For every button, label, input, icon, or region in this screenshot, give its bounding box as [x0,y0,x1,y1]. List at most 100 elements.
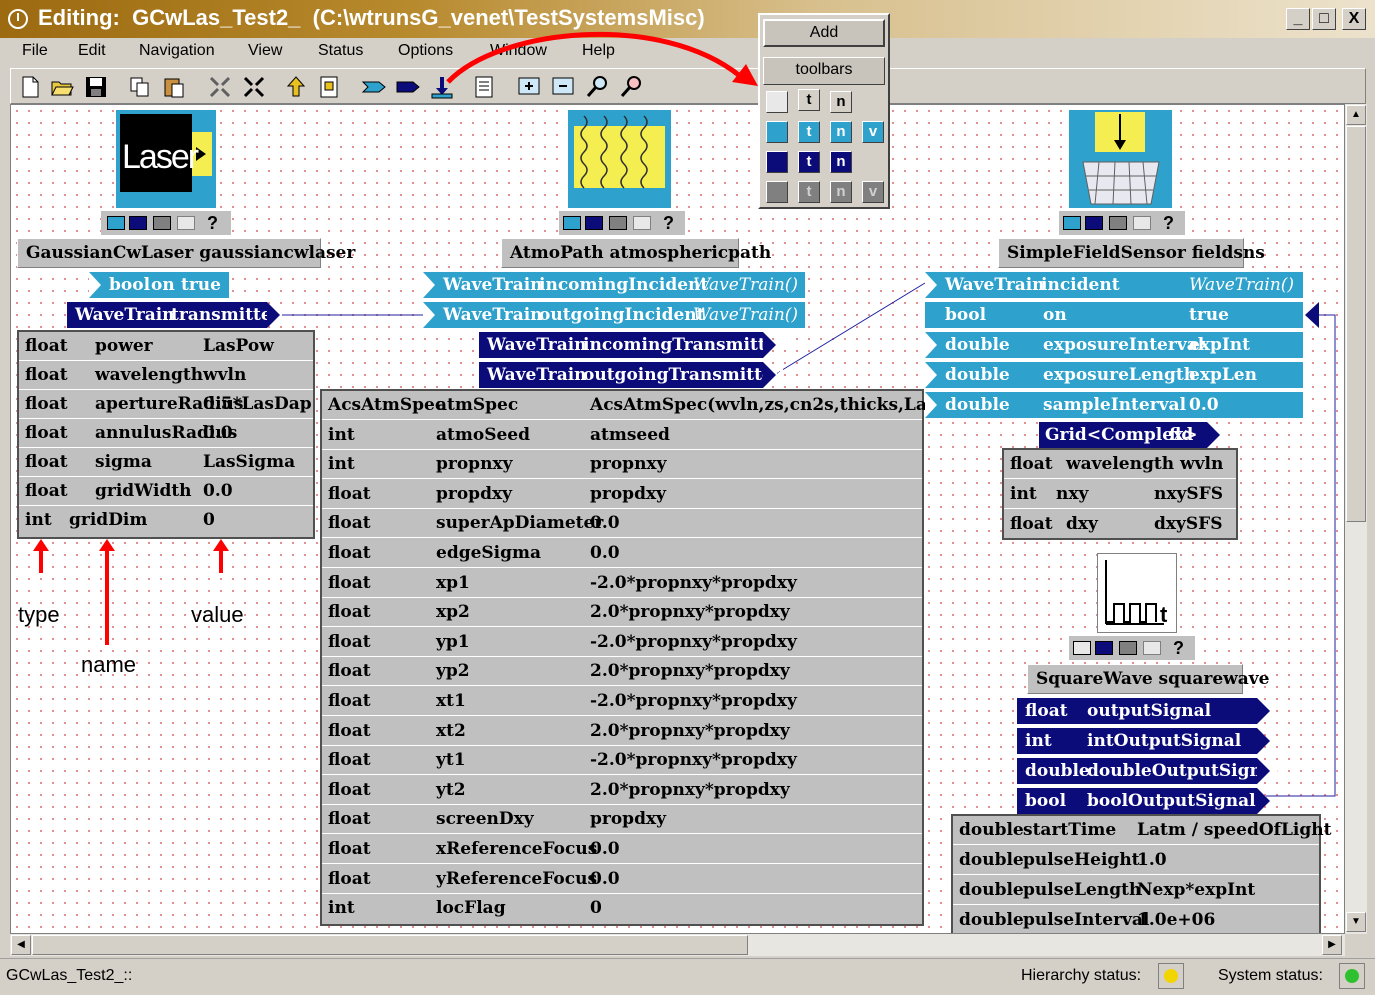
collapse-icon[interactable] [207,74,233,100]
popup-toggle-t[interactable]: t [798,121,820,143]
help-icon[interactable]: ? [663,213,674,233]
scroll-left-icon[interactable]: ◀ [11,935,31,955]
blank-toggle-icon[interactable] [633,216,651,230]
sensor-in-port-on[interactable]: bool on true [925,302,1303,328]
atmo-out-port-incomingTransmitted[interactable]: WaveTrain incomingTransmitted [479,332,788,358]
squarewave-out-port-boolOutputSignal[interactable]: bool boolOutputSignal [1017,788,1270,814]
zoom-out-icon[interactable] [551,74,577,100]
atmo-block-title[interactable]: AtmoPath atmosphericpath [501,238,771,268]
help-icon[interactable]: ? [1163,213,1174,233]
save-icon[interactable] [83,74,109,100]
hierarchy-status-indicator-icon[interactable] [1158,963,1184,989]
menu-help[interactable]: Help [582,42,615,59]
out-port-toggle-icon[interactable] [585,216,603,230]
popup-in-port-icon[interactable] [766,121,788,143]
laser-out-port-transmitted[interactable]: WaveTrain transmitted [67,302,284,328]
horizontal-scroll-thumb[interactable] [32,935,748,955]
horizontal-scrollbar[interactable]: ◀ ▶ [10,934,1345,956]
menu-view[interactable]: View [248,42,283,59]
up-level-icon[interactable] [283,74,309,100]
blank-toggle-icon[interactable] [1143,641,1161,655]
sensor-out-port-fld[interactable]: Grid<Complex> fld [1039,422,1220,448]
toolbars-icon[interactable] [429,74,455,100]
in-port-icon[interactable] [361,74,387,100]
menu-window[interactable]: Window [490,42,547,59]
in-port-toggle-icon[interactable] [107,216,125,230]
squarewave-out-port-doubleOutputSignal[interactable]: double doubleOutputSignal [1017,758,1279,784]
popup-toggle-n[interactable]: n [830,91,852,113]
sensor-in-port-sampleInterval[interactable]: double sampleInterval 0.0 [925,392,1303,418]
minimize-button[interactable]: _ [1286,8,1310,30]
menu-navigation[interactable]: Navigation [139,42,215,59]
scroll-down-icon[interactable]: ▼ [1346,912,1366,932]
close-button[interactable]: X [1342,8,1366,30]
in-port-toggle-icon[interactable] [1063,216,1081,230]
popup-toggle-t[interactable]: t [798,181,820,203]
atmo-in-port-incomingIncident[interactable]: WaveTrain incomingIncident WaveTrain() [423,272,805,298]
help-icon[interactable]: ? [1173,638,1184,658]
popup-toggle-v[interactable]: v [862,121,884,143]
connection-atmo-sensor[interactable] [773,282,926,376]
vertical-scroll-thumb[interactable] [1346,126,1366,522]
laser-in-port-on[interactable]: bool on true [89,272,229,298]
scroll-right-icon[interactable]: ▶ [1322,935,1342,955]
laser-block-icon[interactable]: Laser [116,110,216,208]
scroll-up-icon[interactable]: ▲ [1346,105,1366,125]
vertical-scrollbar[interactable]: ▲ ▼ [1345,104,1367,934]
popup-blank-icon[interactable] [766,91,788,113]
find-icon[interactable] [585,74,611,100]
laser-block-title[interactable]: GaussianCwLaser gaussiancwlaser [17,238,355,268]
squarewave-block-icon[interactable]: t [1097,553,1177,633]
popup-toggle-n[interactable]: n [830,181,852,203]
help-icon[interactable]: ? [207,213,218,233]
blank-toggle-icon[interactable] [1133,216,1151,230]
menu-status[interactable]: Status [318,42,364,59]
popup-toggle-t[interactable]: t [798,89,820,111]
param-toggle-icon[interactable] [1109,216,1127,230]
popup-toggle-v[interactable]: v [862,181,884,203]
in-port-toggle-icon[interactable] [563,216,581,230]
param-toggle-icon[interactable] [153,216,171,230]
document-icon[interactable] [471,74,497,100]
maximize-button[interactable]: □ [1312,8,1336,30]
open-folder-icon[interactable] [49,74,75,100]
out-port-toggle-icon[interactable] [1095,641,1113,655]
atmo-in-port-outgoingIncident[interactable]: WaveTrain outgoingIncident WaveTrain() [423,302,805,328]
menu-options[interactable]: Options [398,42,454,59]
sensor-in-port-incident[interactable]: WaveTrain incident WaveTrain() [925,272,1303,298]
popup-toggle-n[interactable]: n [830,151,852,173]
expand-icon[interactable] [241,74,267,100]
param-toggle-icon[interactable] [1119,641,1137,655]
add-button[interactable]: Add [763,19,885,47]
blank-toggle-icon[interactable] [177,216,195,230]
menu-edit[interactable]: Edit [78,42,106,59]
popup-toggle-t[interactable]: t [798,151,820,173]
hierarchy-icon[interactable] [317,74,343,100]
popup-param-icon[interactable] [766,181,788,203]
zoom-in-icon[interactable] [517,74,543,100]
squarewave-block-title[interactable]: SquareWave squarewave [1027,664,1270,694]
paste-icon[interactable] [161,74,187,100]
sensor-in-port-exposureInterval[interactable]: double exposureInterval expInt [925,332,1303,358]
sensor-in-port-exposureLength[interactable]: double exposureLength expLen [925,362,1303,388]
